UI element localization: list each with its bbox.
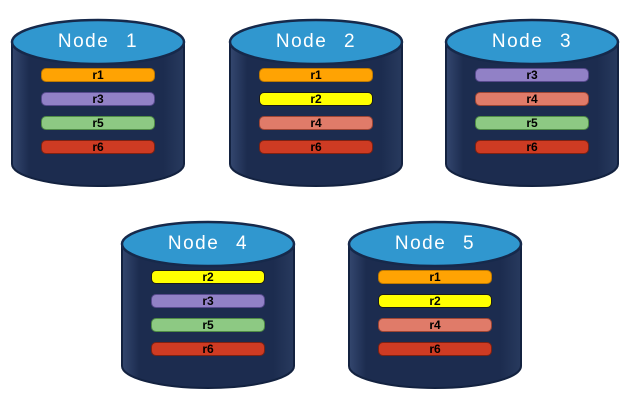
replica-bar-r4: r4	[475, 92, 589, 106]
replica-bar-r6: r6	[475, 140, 589, 154]
cylinder-top	[228, 18, 404, 66]
node-title: Node 4	[167, 233, 249, 254]
replica-bar-r6: r6	[151, 342, 265, 356]
replica-bar-r6: r6	[41, 140, 155, 154]
database-node-1: Node 1 r1 r3 r5 r6	[10, 14, 186, 194]
replica-bars: r1 r3 r5 r6	[41, 68, 155, 164]
database-node-5: Node 5 r1 r2 r4 r6	[347, 216, 523, 396]
replica-bar-r5: r5	[41, 116, 155, 130]
node-title: Node 5	[394, 233, 476, 254]
replica-bar-r6: r6	[378, 342, 492, 356]
replica-bar-r5: r5	[151, 318, 265, 332]
replica-bar-r6: r6	[259, 140, 373, 154]
replica-bar-r1: r1	[378, 270, 492, 284]
cylinder-top	[444, 18, 620, 66]
replica-bars: r3 r4 r5 r6	[475, 68, 589, 164]
replica-bar-r1: r1	[41, 68, 155, 82]
database-node-2: Node 2 r1 r2 r4 r6	[228, 14, 404, 194]
node-title: Node 3	[491, 31, 573, 52]
replica-bar-r4: r4	[259, 116, 373, 130]
node-title: Node 1	[57, 31, 139, 52]
replica-bar-r3: r3	[151, 294, 265, 308]
database-node-4: Node 4 r2 r3 r5 r6	[120, 216, 296, 396]
replica-bar-r5: r5	[475, 116, 589, 130]
replica-bar-r4: r4	[378, 318, 492, 332]
cylinder-top	[10, 18, 186, 66]
replica-bar-r2: r2	[378, 294, 492, 308]
cylinder-top	[120, 220, 296, 268]
replica-bars: r2 r3 r5 r6	[151, 270, 265, 366]
replica-bar-r2: r2	[151, 270, 265, 284]
cylinder-top	[347, 220, 523, 268]
database-node-3: Node 3 r3 r4 r5 r6	[444, 14, 620, 194]
replica-bar-r1: r1	[259, 68, 373, 82]
replica-bars: r1 r2 r4 r6	[378, 270, 492, 366]
replica-bar-r3: r3	[41, 92, 155, 106]
replica-bars: r1 r2 r4 r6	[259, 68, 373, 164]
replica-bar-r3: r3	[475, 68, 589, 82]
node-title: Node 2	[275, 31, 357, 52]
replica-bar-r2: r2	[259, 92, 373, 106]
